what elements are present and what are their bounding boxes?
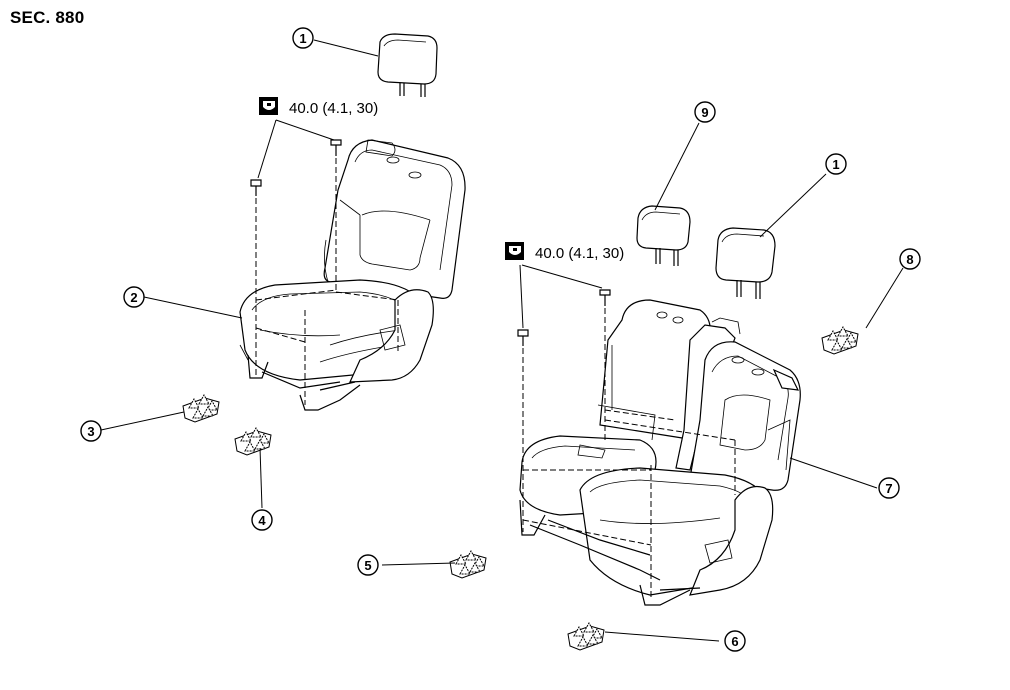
callout-8: 8 xyxy=(899,248,921,270)
callout-label: 2 xyxy=(130,290,137,305)
callout-label: 7 xyxy=(885,481,892,496)
right-bolt-2 xyxy=(599,289,611,306)
callout-6: 6 xyxy=(724,630,746,652)
left-seatback xyxy=(323,139,466,299)
right-seat xyxy=(517,205,801,606)
callout-label: 8 xyxy=(906,252,913,267)
leader-lines xyxy=(100,39,904,642)
clip-parts xyxy=(182,325,859,651)
section-title: SEC. 880 xyxy=(10,8,85,27)
callout-label: 5 xyxy=(364,558,371,573)
torque-value: 40.0 (4.1, 30) xyxy=(289,100,378,117)
left-headrest xyxy=(377,33,438,97)
callout-label: 1 xyxy=(299,31,306,46)
clip-8-icon xyxy=(821,325,859,355)
callout-9: 9 xyxy=(694,101,716,123)
clip-4-icon xyxy=(234,426,272,456)
callout-3: 3 xyxy=(80,420,102,442)
torque-wrench-icon xyxy=(505,242,524,260)
bench-right-seatback xyxy=(689,341,801,491)
left-seat xyxy=(239,33,466,411)
callout-2: 2 xyxy=(123,286,145,308)
torque-spec-left: 40.0 (4.1, 30) xyxy=(257,97,378,179)
callout-1-left: 1 xyxy=(292,27,314,49)
callout-label: 6 xyxy=(731,634,738,649)
clip-3-icon xyxy=(182,393,220,423)
right-bolt-1 xyxy=(517,329,529,346)
clip-5-icon xyxy=(449,549,487,579)
left-bolt-2 xyxy=(330,139,342,156)
torque-value: 40.0 (4.1, 30) xyxy=(535,245,624,262)
callout-1-right: 1 xyxy=(825,153,847,175)
callout-label: 9 xyxy=(701,105,708,120)
center-headrest xyxy=(636,205,691,266)
right-headrest xyxy=(715,227,776,299)
left-bolt-1 xyxy=(250,179,262,196)
callout-label: 4 xyxy=(258,513,266,528)
callout-label: 1 xyxy=(832,157,839,172)
callout-7: 7 xyxy=(878,477,900,499)
clip-6-icon xyxy=(567,621,605,651)
callout-5: 5 xyxy=(357,554,379,576)
torque-spec-right: 40.0 (4.1, 30) xyxy=(505,242,624,329)
callout-4: 4 xyxy=(251,509,273,531)
torque-wrench-icon xyxy=(259,97,278,115)
callout-label: 3 xyxy=(87,424,94,439)
